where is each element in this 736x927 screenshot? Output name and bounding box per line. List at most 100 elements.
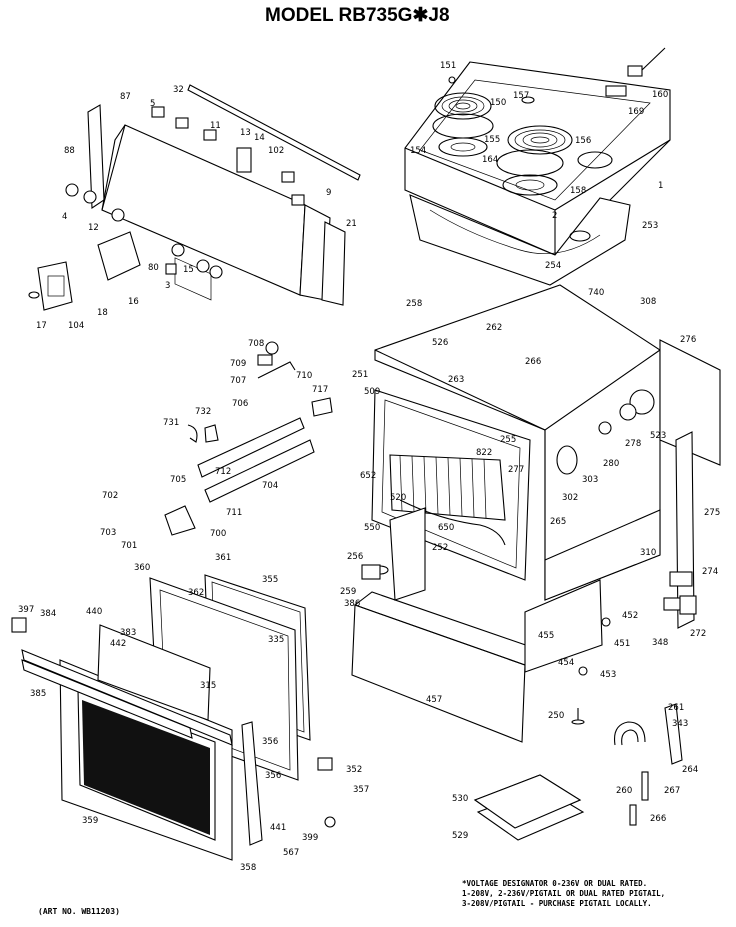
callout-label: 14: [254, 133, 265, 143]
callout-label: 455: [538, 631, 554, 641]
callout-label: 652: [360, 471, 376, 481]
oven-body-assembly: [371, 284, 721, 629]
cooktop-assembly: [404, 47, 671, 286]
callout-label: 266: [650, 814, 666, 824]
callout-label: 509: [364, 387, 380, 397]
callout-label: 303: [582, 475, 598, 485]
callout-label: 260: [616, 786, 632, 796]
callout-label: 705: [170, 475, 186, 485]
callout-label: 822: [476, 448, 492, 458]
callout-label: 261: [668, 703, 684, 713]
callout-label: 17: [36, 321, 47, 331]
callout-label: 708: [248, 339, 264, 349]
callout-label: 156: [575, 136, 591, 146]
callout-label: 453: [600, 670, 616, 680]
callout-label: 276: [680, 335, 696, 345]
callout-label: 2: [552, 211, 557, 221]
callout-label: 258: [406, 299, 422, 309]
callout-label: 731: [163, 418, 179, 428]
callout-label: 264: [682, 765, 698, 775]
callout-label: 11: [210, 121, 221, 131]
rack-support-assembly: [164, 341, 333, 536]
callout-label: 356: [262, 737, 278, 747]
callout-label: 709: [230, 359, 246, 369]
callout-label: 717: [312, 385, 328, 395]
callout-label: 308: [640, 297, 656, 307]
storage-drawer-assembly: [351, 564, 611, 743]
callout-label: 348: [652, 638, 668, 648]
callout-label: 87: [120, 92, 131, 102]
callout-label: 16: [128, 297, 139, 307]
callout-label: 712: [215, 467, 231, 477]
callout-label: 704: [262, 481, 278, 491]
callout-label: 457: [426, 695, 442, 705]
callout-label: 360: [134, 563, 150, 573]
callout-label: 567: [283, 848, 299, 858]
callout-label: 700: [210, 529, 226, 539]
callout-label: 302: [562, 493, 578, 503]
callout-label: 274: [702, 567, 718, 577]
callout-label: 707: [230, 376, 246, 386]
art-number: (ART NO. WB11203): [38, 907, 120, 916]
callout-label: 357: [353, 785, 369, 795]
callout-label: 523: [650, 431, 666, 441]
callout-label: 157: [513, 91, 529, 101]
callout-label: 154: [410, 146, 426, 156]
callout-label: 355: [262, 575, 278, 585]
callout-label: 310: [640, 548, 656, 558]
callout-label: 169: [628, 107, 644, 117]
callout-label: 397: [18, 605, 34, 615]
callout-label: 1: [658, 181, 663, 191]
callout-label: 102: [268, 146, 284, 156]
callout-label: 703: [100, 528, 116, 538]
callout-label: 452: [622, 611, 638, 621]
callout-label: 280: [603, 459, 619, 469]
callout-label: 383: [120, 628, 136, 638]
callout-label: 18: [97, 308, 108, 318]
callout-label: 361: [215, 553, 231, 563]
callout-label: 164: [482, 155, 498, 165]
callout-label: 441: [270, 823, 286, 833]
callout-label: 251: [352, 370, 368, 380]
callout-label: 259: [340, 587, 356, 597]
callout-label: 335: [268, 635, 284, 645]
callout-label: 265: [550, 517, 566, 527]
callout-label: 343: [672, 719, 688, 729]
oven-rack: [389, 454, 506, 521]
callout-label: 160: [652, 90, 668, 100]
callout-label: 359: [82, 816, 98, 826]
callout-label: 440: [86, 607, 102, 617]
voltage-notes: *VOLTAGE DESIGNATOR 0-236V OR DUAL RATED…: [462, 879, 665, 908]
note-line: 1-208V, 2-236V/PIGTAIL OR DUAL RATED PIG…: [462, 889, 665, 898]
callout-label: 315: [200, 681, 216, 691]
anti-tip-bracket: [571, 703, 683, 826]
note-line: 3-208V/PIGTAIL - PURCHASE PIGTAIL LOCALL…: [462, 899, 652, 908]
callout-label: 530: [452, 794, 468, 804]
callout-label: 151: [440, 61, 456, 71]
callout-label: 710: [296, 371, 312, 381]
callout-label: 278: [625, 439, 641, 449]
callout-label: 252: [432, 543, 448, 553]
callout-label: 15: [183, 265, 194, 275]
callout-label: 155: [484, 135, 500, 145]
callout-label: 5: [150, 99, 155, 109]
callout-label: 266: [525, 357, 541, 367]
callout-label: 384: [40, 609, 56, 619]
callout-label: 88: [64, 146, 75, 156]
callout-label: 9: [326, 188, 331, 198]
callout-label: 740: [588, 288, 604, 298]
callout-label: 362: [188, 588, 204, 598]
callout-label: 272: [690, 629, 706, 639]
callout-label: 732: [195, 407, 211, 417]
callout-label: 255: [500, 435, 516, 445]
callout-label: 12: [88, 223, 99, 233]
callout-label: 520: [390, 493, 406, 503]
callout-label: 702: [102, 491, 118, 501]
callout-label: 385: [30, 689, 46, 699]
callout-label: 80: [148, 263, 159, 273]
callout-label: 3: [165, 281, 170, 291]
callout-label: 275: [704, 508, 720, 518]
callout-label: 150: [490, 98, 506, 108]
callout-label: 711: [226, 508, 242, 518]
